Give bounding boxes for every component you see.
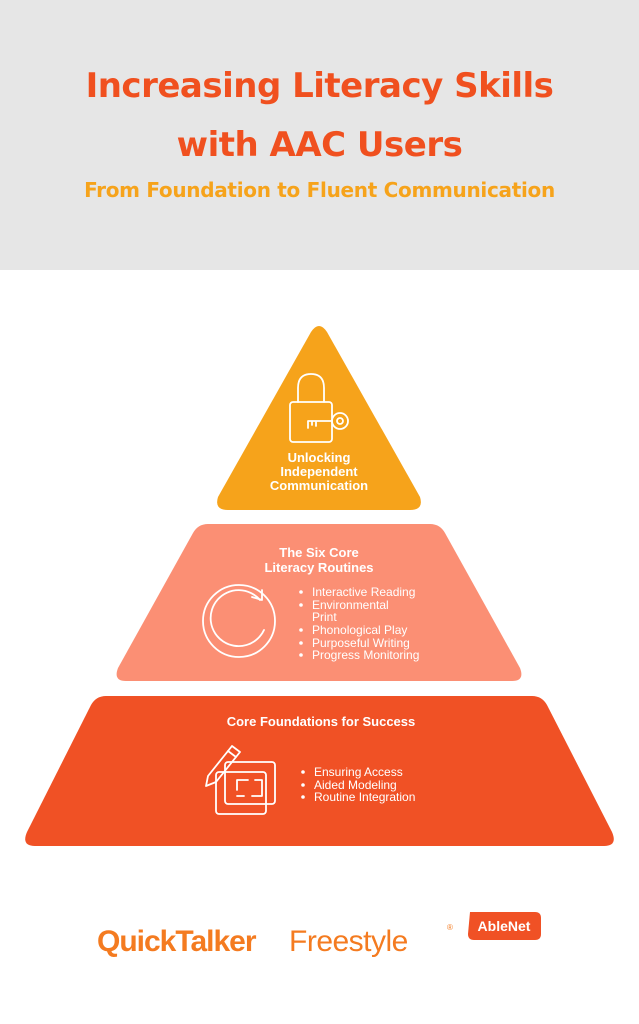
tier-top-shape <box>217 326 421 510</box>
tier-top-title-line3: Communication <box>270 478 368 493</box>
bullet <box>301 795 305 799</box>
pyramid-tier-top: Unlocking Independent Communication <box>217 326 421 510</box>
tier-middle-item: Purposeful Writing <box>312 636 410 650</box>
tier-bottom-item: Ensuring Access <box>314 765 403 779</box>
bullet <box>301 783 305 787</box>
tier-middle-title-line1: The Six Core <box>279 545 358 560</box>
page-title-line2: with AAC Users <box>176 125 463 165</box>
ablenet-logo-badge <box>468 912 541 940</box>
pyramid-tier-middle: The Six Core Literacy Routines Interacti… <box>116 524 522 681</box>
tier-middle-title-line2: Literacy Routines <box>264 560 373 575</box>
tier-middle-shape <box>116 524 522 681</box>
tier-bottom-item: Routine Integration <box>314 790 415 804</box>
tier-bottom-shape <box>25 696 614 846</box>
tier-top-title-line2: Independent <box>280 464 358 479</box>
bullet <box>299 653 303 657</box>
registered-mark: ® <box>447 923 453 932</box>
ablenet-logo-text: AbleNet <box>478 918 531 934</box>
tier-top-title-line1: Unlocking <box>288 450 351 465</box>
tier-middle-item: Print <box>312 610 337 624</box>
tier-bottom-title: Core Foundations for Success <box>227 714 416 729</box>
brand-name-freestyle: Freestyle <box>289 925 408 958</box>
drawing-tablet-icon <box>205 745 276 815</box>
bullet <box>299 603 303 607</box>
bullet <box>299 628 303 632</box>
pyramid-tier-bottom: Core Foundations for Success Ensuring Ac… <box>25 696 614 846</box>
header-banner: Increasing Literacy Skills with AAC User… <box>0 0 639 270</box>
brand-logo: QuickTalker Freestyle ® AbleNet <box>97 912 541 958</box>
bullet <box>301 770 305 774</box>
ablenet-logo: AbleNet <box>468 912 541 940</box>
page-title-line1: Increasing Literacy Skills <box>85 66 554 106</box>
tier-middle-item: Progress Monitoring <box>312 648 419 662</box>
tier-middle-item: Environmental <box>312 598 389 612</box>
page-subtitle: From Foundation to Fluent Communication <box>84 178 555 202</box>
tier-middle-item: Phonological Play <box>312 623 407 637</box>
lock-key-icon <box>289 373 349 443</box>
bullet <box>299 590 303 594</box>
bullet <box>299 641 303 645</box>
tier-bottom-item: Aided Modeling <box>314 778 397 792</box>
circular-arrow-icon <box>202 584 276 658</box>
brand-name-quicktalker: QuickTalker <box>97 925 257 958</box>
tier-middle-item: Interactive Reading <box>312 585 415 599</box>
